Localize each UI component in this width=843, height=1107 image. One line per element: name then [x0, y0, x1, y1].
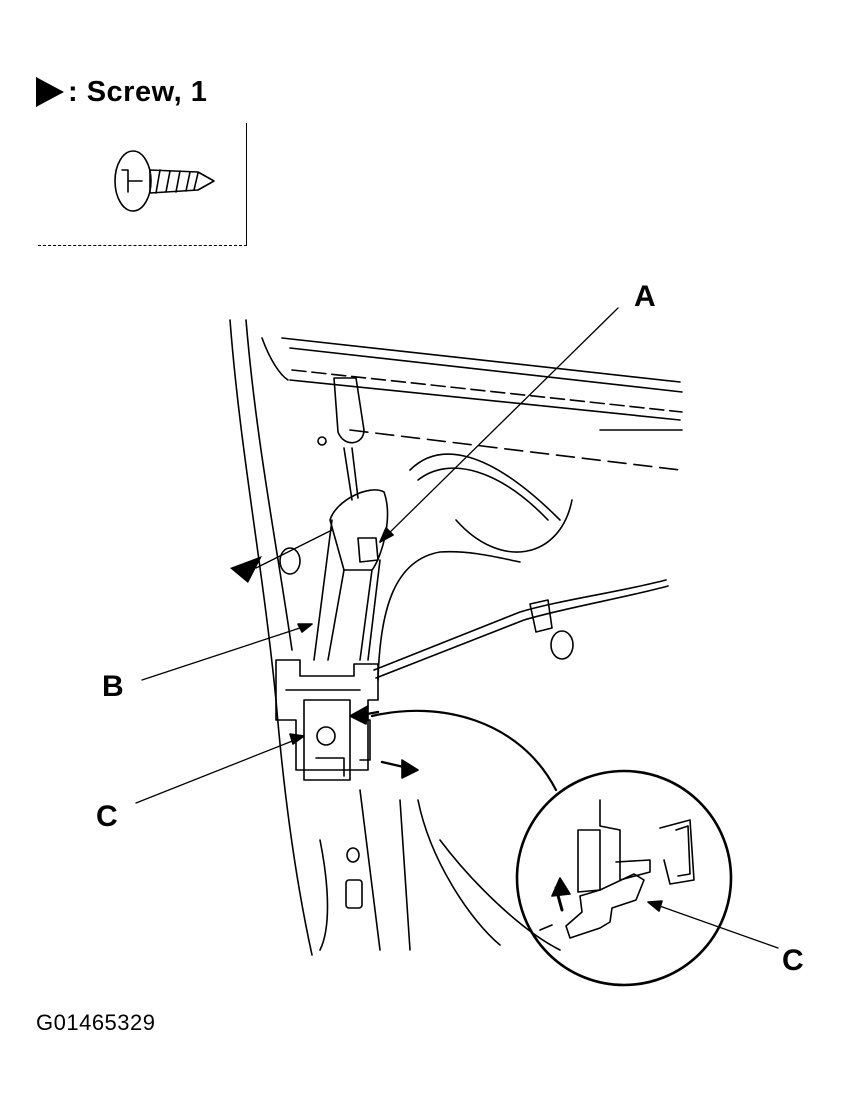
callout-c-main: C — [96, 800, 118, 833]
leader-c-detail — [647, 900, 779, 949]
screw-legend: : Screw, 1 — [36, 72, 207, 112]
hood-release-cables — [373, 550, 669, 681]
detail-view-circle — [515, 769, 733, 987]
leader-b — [141, 623, 313, 681]
door-pillar-outline — [229, 319, 683, 956]
screw-location-arrow — [230, 529, 333, 583]
leader-c-main — [135, 733, 305, 804]
body-holes — [279, 436, 574, 909]
screw-icon — [114, 150, 215, 212]
callout-b: B — [102, 670, 124, 703]
figure-code: G01465329 — [36, 1010, 156, 1035]
screw-arrow-icon — [36, 77, 64, 107]
screw-legend-box — [38, 123, 247, 246]
callout-c-detail: C — [782, 944, 804, 977]
leader-a — [379, 307, 619, 543]
release-direction-arrows — [349, 705, 419, 779]
release-handle — [333, 377, 365, 501]
detail-connector — [370, 709, 558, 792]
screw-legend-label: : Screw, 1 — [68, 75, 208, 108]
latch-lever — [313, 489, 389, 661]
callout-a: A — [634, 280, 656, 313]
